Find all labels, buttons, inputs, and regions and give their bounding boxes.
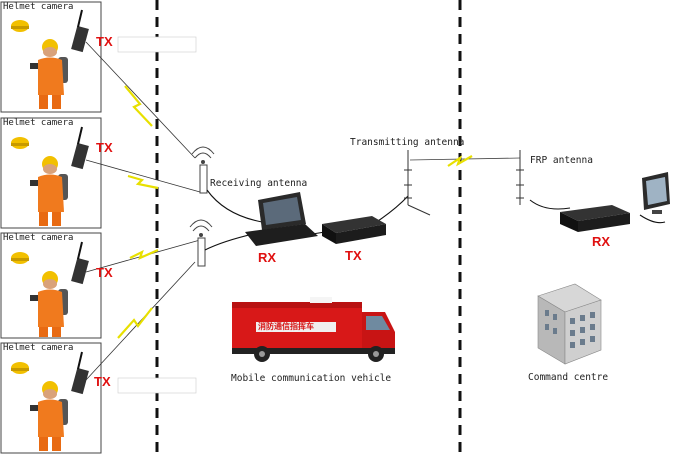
camera-panel-3 (0, 232, 102, 339)
tx-unit-label: TX (345, 248, 362, 263)
transmitting-antenna-mast (404, 150, 431, 216)
command-centre-building (537, 283, 602, 365)
firefighter-group-1 (11, 9, 89, 109)
receiving-antenna-1 (191, 146, 215, 194)
lightning-bolts (117, 85, 159, 339)
helmet-camera-label-2: Helmet camera (3, 118, 74, 128)
camera-panel-1 (0, 1, 102, 113)
helmet-camera-label-4: Helmet camera (3, 343, 74, 353)
camera-panel-4 (0, 342, 102, 454)
helmet-camera-label-3: Helmet camera (3, 233, 74, 243)
rx-right-label: RX (592, 234, 611, 249)
vehicle-sign-text: 消防通信指挥车 (258, 322, 314, 331)
vehicle-label: Mobile communication vehicle (231, 373, 392, 384)
tx-rack-unit (322, 216, 386, 244)
frp-antenna-mast (516, 150, 524, 205)
receiving-antenna-2 (189, 219, 213, 267)
tx-label-2: TX (96, 140, 113, 155)
rx-rack-unit-right (560, 205, 630, 232)
camera-panel-2 (0, 117, 102, 229)
antenna-link-bolt (447, 155, 473, 167)
tx-label-1: TX (96, 34, 113, 49)
rx-receiver-case (245, 192, 318, 246)
firefighter-group-3 (11, 241, 89, 337)
rx-receiver-label: RX (258, 250, 277, 265)
fire-truck (232, 297, 395, 362)
command-centre-label: Command centre (528, 372, 609, 383)
receiving-antenna-label: Receiving antenna (210, 178, 308, 189)
firefighter-group-4 (11, 351, 89, 451)
transmitting-antenna-label: Transmitting antenna (350, 137, 465, 148)
firefighter-group-2 (11, 126, 89, 226)
radio-links (85, 41, 201, 381)
monitor-icon (642, 172, 670, 214)
frp-antenna-label: FRP antenna (530, 155, 593, 166)
tx-label-4: TX (94, 374, 111, 389)
tx-label-3: TX (96, 265, 113, 280)
helmet-camera-label-1: Helmet camera (3, 2, 74, 12)
